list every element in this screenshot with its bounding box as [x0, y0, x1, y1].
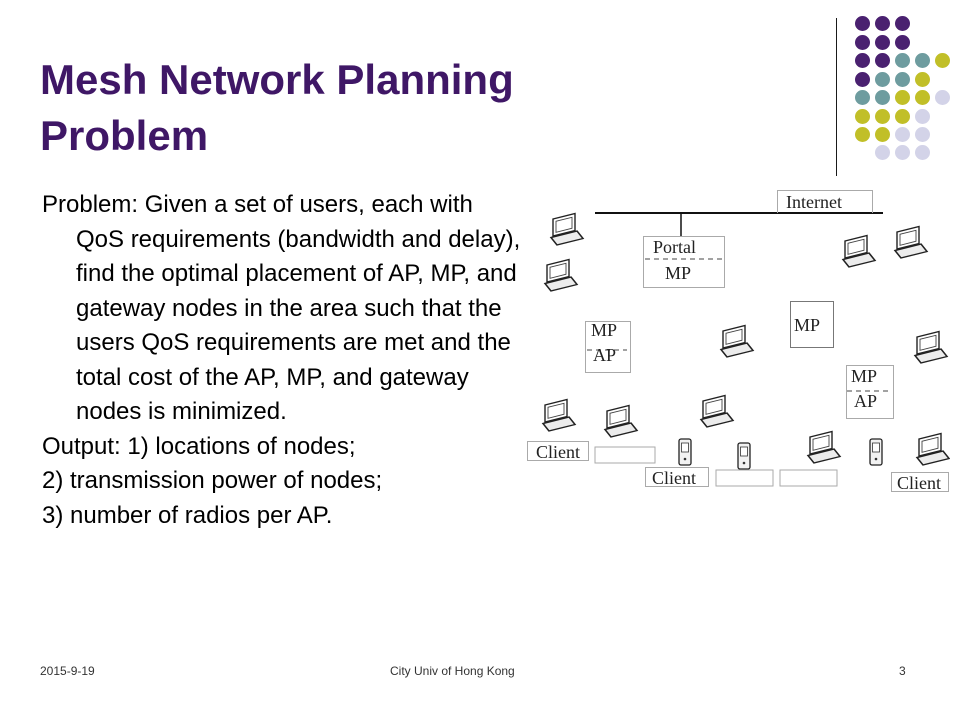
client-label-3: Client	[891, 472, 949, 493]
laptop-icon	[542, 396, 576, 434]
dot	[895, 35, 910, 50]
laptop-icon	[842, 232, 876, 270]
dot	[915, 109, 930, 124]
mp-node	[790, 301, 834, 348]
laptop-icon	[916, 430, 950, 468]
dot	[895, 145, 910, 160]
laptop-icon	[807, 428, 841, 466]
dot	[895, 53, 910, 68]
client-label-2: Client	[645, 467, 709, 488]
dot	[875, 127, 890, 142]
dot	[875, 16, 890, 31]
dot	[935, 90, 950, 105]
portal-mp-label: MP	[665, 263, 692, 283]
laptop-icon	[914, 328, 948, 366]
dot	[855, 72, 870, 87]
footer-date: 2015-9-19	[40, 664, 95, 678]
dot	[855, 53, 870, 68]
dot	[895, 16, 910, 31]
laptop-icon	[894, 223, 928, 261]
decorative-dot-grid	[852, 16, 952, 160]
laptop-icon	[604, 402, 638, 440]
laptop-icon	[550, 210, 584, 248]
mp-ap-1-top-label: MP	[591, 320, 618, 340]
dot	[915, 145, 930, 160]
slide-body: Problem: Given a set of users, each with…	[42, 188, 522, 533]
title-line-1: Mesh Network Planning	[40, 56, 514, 103]
dot	[875, 109, 890, 124]
dot	[915, 127, 930, 142]
footer-organization: City Univ of Hong Kong	[390, 664, 515, 678]
mp-ap-2-bottom-label: AP	[854, 391, 878, 411]
mp-ap-node-2	[846, 365, 894, 419]
portal-label: Portal	[653, 237, 696, 257]
decorative-divider	[836, 18, 837, 176]
laptop-icon	[720, 322, 754, 360]
mp-label: MP	[794, 315, 821, 335]
dot	[875, 53, 890, 68]
internet-label: Internet	[777, 190, 873, 213]
dot	[855, 35, 870, 50]
dot	[855, 16, 870, 31]
phone-icon	[678, 438, 692, 466]
mesh-network-diagram: Internet Portal MP MP MP AP MP AP Client…	[525, 185, 950, 505]
diagram-canvas	[542, 210, 950, 487]
output-line-2: 2) transmission power of nodes;	[42, 467, 383, 494]
slide-title: Mesh Network Planning Problem	[40, 52, 800, 164]
dot	[915, 72, 930, 87]
dot	[875, 90, 890, 105]
dot	[855, 109, 870, 124]
dot	[875, 145, 890, 160]
dot	[875, 72, 890, 87]
laptop-icon	[700, 392, 734, 430]
mp-ap-node-1	[585, 321, 631, 373]
laptop-icon	[544, 256, 578, 294]
portal-node	[643, 236, 725, 288]
dot	[855, 90, 870, 105]
dot	[915, 90, 930, 105]
problem-statement: Problem: Given a set of users, each with…	[42, 191, 521, 425]
output-line-1: Output: 1) locations of nodes;	[42, 432, 356, 460]
dot	[915, 53, 930, 68]
output-line-3: 3) number of radios per AP.	[42, 501, 333, 529]
mp-ap-2-top-label: MP	[851, 366, 878, 386]
dot	[895, 127, 910, 142]
dot	[855, 127, 870, 142]
phone-icon	[869, 438, 883, 466]
title-line-2: Problem	[40, 112, 209, 159]
dot	[875, 35, 890, 50]
footer-page-number: 3	[899, 664, 906, 678]
dot	[895, 72, 910, 87]
mp-ap-1-bottom-label: AP	[593, 345, 617, 365]
dot	[895, 90, 910, 105]
client-label-1: Client	[527, 441, 589, 462]
dot	[895, 109, 910, 124]
dot	[935, 53, 950, 68]
phone-icon	[737, 442, 751, 470]
